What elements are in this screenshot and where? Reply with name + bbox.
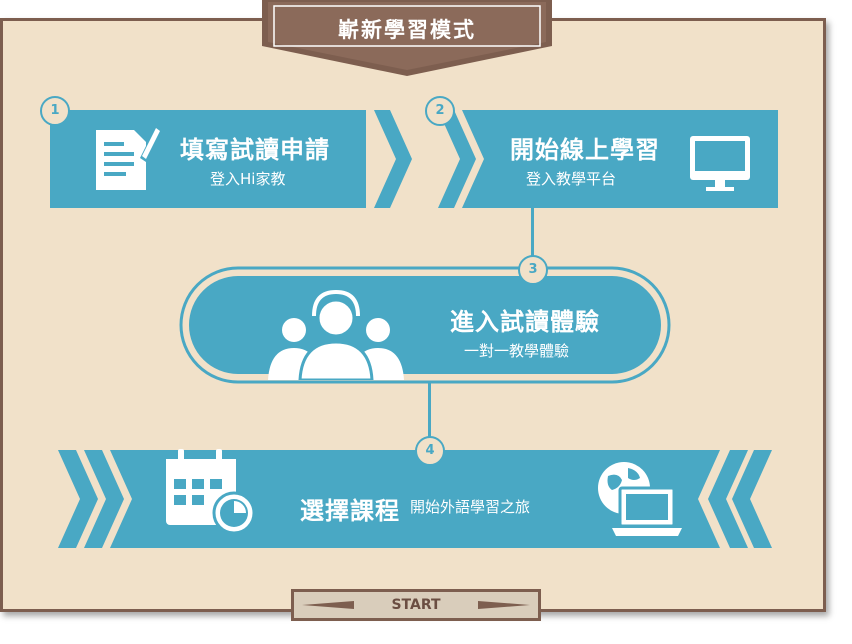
chevron-right-icon xyxy=(58,450,98,548)
headset-people-icon xyxy=(268,289,404,380)
step-3-number: 3 xyxy=(518,255,548,285)
start-plate xyxy=(291,589,541,621)
step-1-subtitle: 登入Hi家教 xyxy=(210,170,286,188)
step-4-title: 選擇課程 xyxy=(300,497,400,525)
chevron-right-icon xyxy=(374,110,412,208)
chevron-right-icon xyxy=(84,450,124,548)
step-1-number: 1 xyxy=(40,96,70,126)
step-4-subtitle: 開始外語學習之旅 xyxy=(410,498,531,516)
connector-line xyxy=(531,208,534,258)
step-4-banner xyxy=(58,450,772,548)
step-2-subtitle: 登入教學平台 xyxy=(526,170,617,188)
start-label: START xyxy=(391,597,441,613)
step-3-subtitle: 一對一教學體驗 xyxy=(464,342,570,360)
step-1-title: 填寫試讀申請 xyxy=(180,136,330,164)
step-2-number: 2 xyxy=(425,96,455,126)
document-pen-icon xyxy=(96,126,162,190)
step-3-title: 進入試讀體驗 xyxy=(450,308,600,336)
chevron-left-icon xyxy=(732,450,772,548)
page-title: 嶄新學習模式 xyxy=(338,18,476,42)
connector-line xyxy=(428,382,431,440)
monitor-icon xyxy=(690,136,750,191)
chevron-left-icon xyxy=(708,450,748,548)
step-3-banner xyxy=(179,266,671,384)
step-4-number: 4 xyxy=(415,436,445,466)
chevron-right-icon xyxy=(438,110,476,208)
globe-laptop-icon xyxy=(598,462,682,536)
step-2-banner xyxy=(438,110,778,208)
step-2-title: 開始線上學習 xyxy=(510,136,660,164)
title-badge xyxy=(262,0,552,76)
calendar-clock-icon xyxy=(166,449,256,535)
